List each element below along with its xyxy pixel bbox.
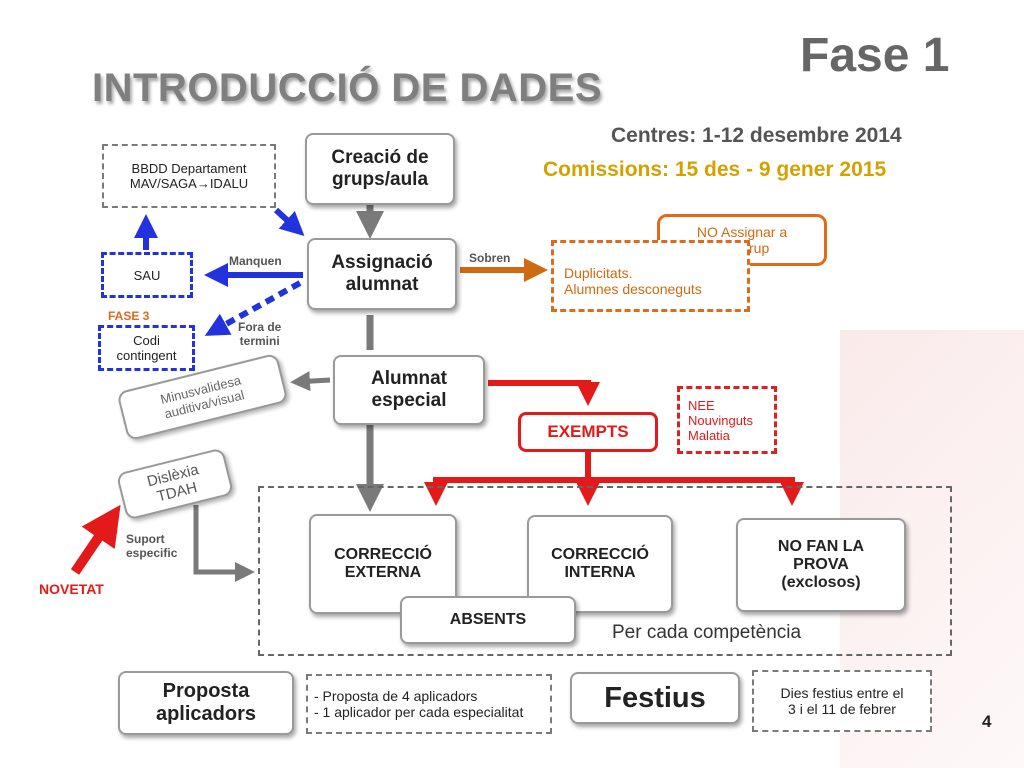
festius-detall-box: Dies festius entre el 3 i el 11 de febre… [752,670,932,732]
no-fan-prova-box: NO FAN LA PROVA (exclosos) [736,518,906,612]
duplicitats-box: Duplicitats. Alumnes desconeguts [551,240,750,312]
arrow-alumnat-minus [290,371,331,392]
absents-box: ABSENTS [400,596,576,644]
comissions-date: Comissions: 15 des - 9 gener 2015 [543,158,887,181]
creacio-grups-box: Creació de grups/aula [305,133,455,205]
novetat-label: NOVETAT [39,581,104,597]
fase-title: Fase 1 [800,29,950,82]
page-number: 4 [982,712,992,731]
codi-contingent-box: Codi contingent [98,325,195,371]
arrow-suport [193,505,255,582]
arrow-alumnat-exempts [488,380,600,406]
alumnat-especial-box: Alumnat especial [333,355,485,425]
slide-title: INTRODUCCIÓ DE DADES [92,66,603,110]
arrow-novetat [70,504,121,575]
suport-especific-label: Suport especific [126,532,178,560]
proposta-aplicadors-box: Proposta aplicadors [118,671,294,735]
exempts-box: EXEMPTS [518,412,658,452]
fora-termini-label: Fora de termini [238,320,282,348]
festius-box: Festius [570,672,740,724]
nee-box: NEE Nouvinguts Malatia [677,386,777,454]
fase3-label: FASE 3 [108,309,150,323]
sobren-label: Sobren [469,251,511,265]
centres-date: Centres: 1-12 desembre 2014 [611,124,902,147]
per-cada-competencia-label: Per cada competència [612,622,802,643]
competencia-group [258,486,952,656]
assignacio-box: Assignació alumnat [307,238,457,310]
arrow-bbdd-assignacio [273,207,305,237]
manquen-label: Manquen [229,254,282,268]
proposta-detall-box: - Proposta de 4 aplicadors - 1 aplicador… [306,674,552,734]
bbdd-box: BBDD Departament MAV/SAGA→IDALU [102,144,276,208]
sau-box: SAU [101,252,193,298]
arrow-assignacio-codi [204,280,302,336]
